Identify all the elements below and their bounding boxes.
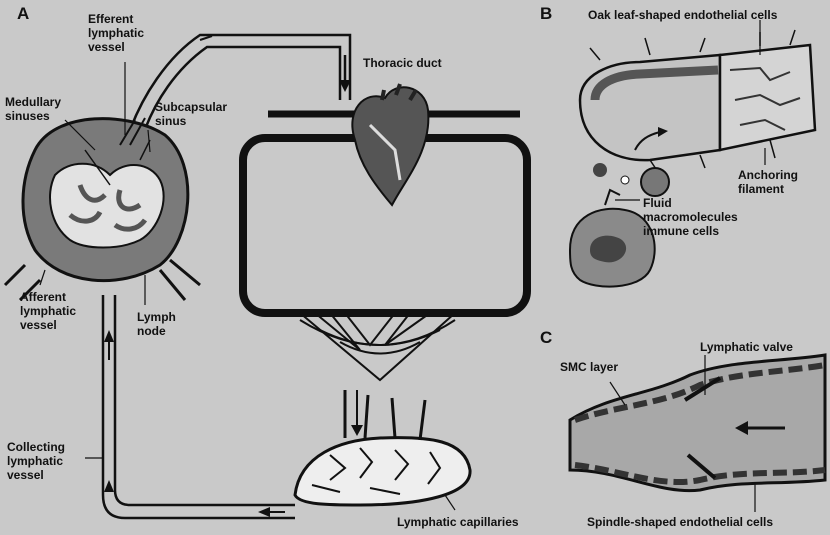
label-fluid-macromolecules: Fluid macromolecules immune cells	[643, 196, 738, 238]
label-medullary-sinuses: Medullary sinuses	[5, 95, 61, 123]
label-subcapsular-sinus: Subcapsular sinus	[155, 100, 227, 128]
label-oak-leaf-cells: Oak leaf-shaped endothelial cells	[588, 8, 777, 22]
panel-label-a: A	[17, 4, 29, 24]
return-arrows	[104, 330, 285, 517]
label-smc-layer: SMC layer	[560, 360, 618, 374]
label-thoracic-duct: Thoracic duct	[363, 56, 442, 70]
panel-c-vessel	[570, 355, 825, 491]
label-spindle-cells: Spindle-shaped endothelial cells	[587, 515, 773, 529]
capillary-network	[300, 313, 455, 380]
label-lymphatic-capillaries: Lymphatic capillaries	[397, 515, 519, 529]
panel-label-b: B	[540, 4, 552, 24]
label-efferent-lymphatic-vessel: Efferent lymphatic vessel	[88, 12, 144, 54]
label-collecting-lymphatic-vessel: Collecting lymphatic vessel	[7, 440, 65, 482]
label-lymphatic-valve: Lymphatic valve	[700, 340, 793, 354]
collecting-vessel-path	[103, 295, 295, 518]
heart-illustration	[352, 84, 428, 205]
label-anchoring-filament: Anchoring filament	[738, 168, 798, 196]
label-lymph-node: Lymph node	[137, 310, 176, 338]
panel-b-vessel	[580, 30, 815, 175]
lymph-node	[5, 118, 200, 300]
lymphatic-capillary-bed	[295, 390, 470, 505]
label-afferent-lymphatic-vessel: Afferent lymphatic vessel	[20, 290, 76, 332]
panel-label-c: C	[540, 328, 552, 348]
